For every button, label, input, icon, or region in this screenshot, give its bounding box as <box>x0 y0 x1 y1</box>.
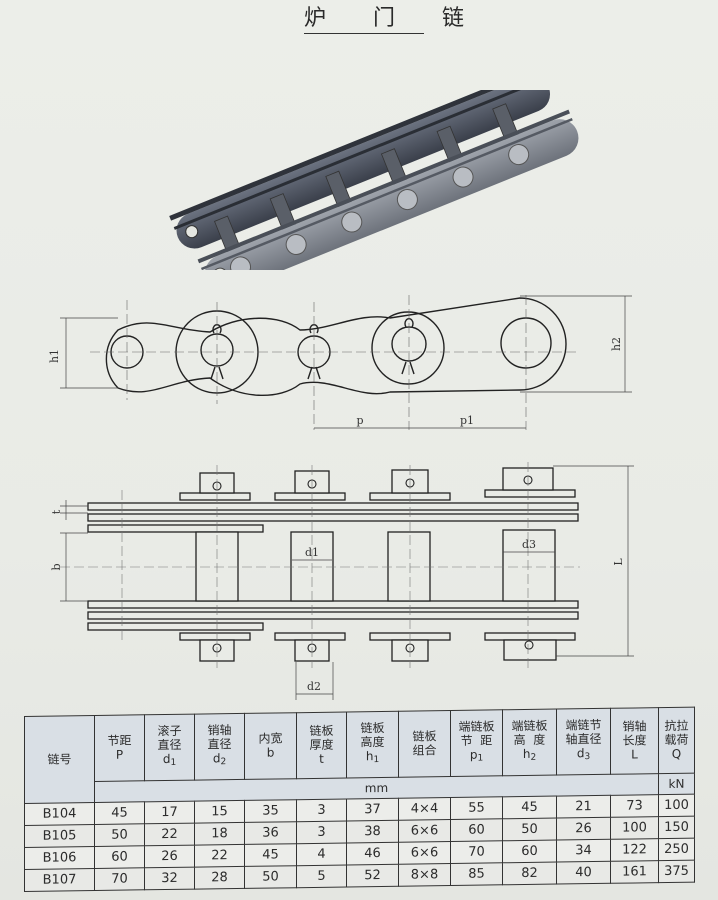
cell: 18 <box>194 822 245 846</box>
cell: 45 <box>94 801 145 825</box>
cell: 50 <box>244 865 297 889</box>
cell: 35 <box>244 799 297 823</box>
dim-h2-label: h2 <box>610 337 623 351</box>
cell: B106 <box>24 846 95 870</box>
cell: 22 <box>194 844 245 868</box>
cell: 21 <box>556 795 611 819</box>
cell: 46 <box>346 842 399 865</box>
cell: 100 <box>658 794 695 817</box>
cell: 375 <box>658 860 695 883</box>
cell: 32 <box>144 867 195 890</box>
header-chain-no: 链号 <box>24 715 95 804</box>
cell: 4 <box>296 842 347 866</box>
cell: 26 <box>556 817 611 841</box>
cell: B105 <box>24 824 95 848</box>
cell: 50 <box>94 823 145 847</box>
cell: 85 <box>450 862 503 886</box>
dim-t-label: t <box>50 509 63 514</box>
cell: 55 <box>450 796 503 820</box>
cell: 17 <box>144 801 195 824</box>
cell: 36 <box>244 821 297 845</box>
cell: 38 <box>346 820 399 843</box>
cell: B104 <box>24 802 95 826</box>
cell: 4×4 <box>398 797 451 821</box>
cell: 122 <box>610 838 659 862</box>
cell: 60 <box>450 818 503 842</box>
cell: 8×8 <box>398 863 451 887</box>
cell: 70 <box>450 840 503 864</box>
cell: B107 <box>24 868 95 892</box>
dim-d3-label: d3 <box>522 538 536 551</box>
cell: 161 <box>610 860 659 884</box>
cell: 50 <box>502 818 557 841</box>
cell: 34 <box>556 839 611 863</box>
cell: 45 <box>244 843 297 867</box>
cell: 52 <box>346 864 399 887</box>
cell: 6×6 <box>398 841 451 865</box>
technical-drawing: h1 h2 p p1 <box>48 295 634 700</box>
cell: 70 <box>94 867 145 891</box>
dim-d1-label: d1 <box>305 546 319 559</box>
cell: 28 <box>194 866 245 890</box>
cell: 22 <box>144 823 195 846</box>
cell: 82 <box>502 862 557 885</box>
cell: 45 <box>502 796 557 819</box>
dim-p1-label: p1 <box>460 414 474 427</box>
dim-h1-label: h1 <box>48 349 61 363</box>
dim-d2-label: d2 <box>307 680 321 693</box>
cell: 37 <box>346 798 399 821</box>
cell: 250 <box>658 838 695 861</box>
cell: 100 <box>610 816 659 840</box>
unit-kn: kN <box>658 772 695 795</box>
cell: 73 <box>610 794 659 818</box>
cell: 15 <box>194 800 245 824</box>
header-plate-combo: 链板组合 <box>398 710 451 778</box>
dim-p-label: p <box>356 414 363 427</box>
cell: 3 <box>296 820 347 844</box>
dim-L-label: L <box>612 558 625 566</box>
cell: 40 <box>556 861 611 885</box>
cell: 5 <box>296 864 347 888</box>
cell: 3 <box>296 798 347 822</box>
cell: 26 <box>144 845 195 868</box>
cell: 60 <box>94 845 145 869</box>
cell: 150 <box>658 816 695 839</box>
cell: 6×6 <box>398 819 451 843</box>
dim-b-label: b <box>50 563 63 570</box>
cell: 60 <box>502 840 557 863</box>
chain-photo <box>169 90 579 270</box>
